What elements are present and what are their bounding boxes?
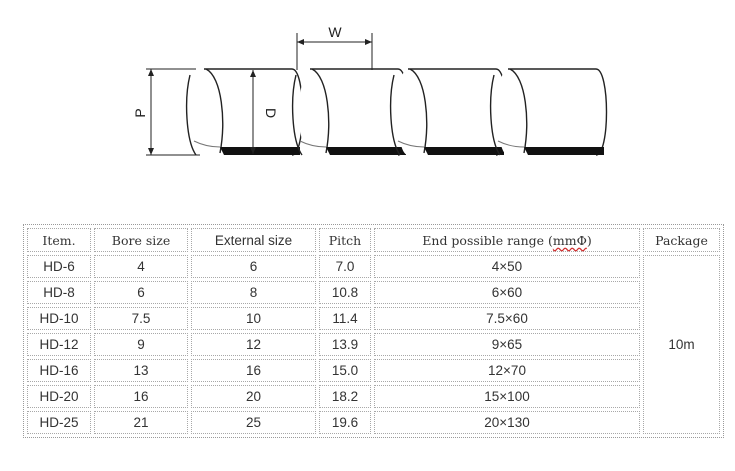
cell-range: 4×50 [374,255,640,278]
header-end-range-suffix: ) [586,232,592,248]
cell-external: 12 [191,333,316,356]
table-header-row: Item. Bore size External size Pitch End … [27,228,720,252]
cell-range: 7.5×60 [374,307,640,330]
cell-item: HD-16 [27,359,91,382]
pitch-dimension: P [132,68,200,156]
cell-pitch: 11.4 [319,307,371,330]
cell-external: 20 [191,385,316,408]
cell-external: 25 [191,411,316,434]
cell-bore: 21 [94,411,188,434]
spiral-coil [185,68,304,156]
cell-bore: 9 [94,333,188,356]
cell-pitch: 19.6 [319,411,371,434]
cell-package: 10m [643,255,720,434]
cell-external: 16 [191,359,316,382]
cell-bore: 4 [94,255,188,278]
header-package: Package [643,228,720,252]
cell-range: 6×60 [374,281,640,304]
spec-table: Item. Bore size External size Pitch End … [23,224,724,438]
cell-item: HD-12 [27,333,91,356]
cell-pitch: 13.9 [319,333,371,356]
cell-pitch: 7.0 [319,255,371,278]
spiral-coil [389,68,508,156]
cell-external: 10 [191,307,316,330]
table-row: HD-12 9 12 13.9 9×65 [27,333,720,356]
pitch-label: P [132,108,148,117]
header-end-range: End possible range (mmΦ) [374,228,640,252]
cell-range: 20×130 [374,411,640,434]
table-row: HD-16 13 16 15.0 12×70 [27,359,720,382]
cell-bore: 13 [94,359,188,382]
cell-external: 6 [191,255,316,278]
table-row: HD-6 4 6 7.0 4×50 10m [27,255,720,434]
cell-range: 9×65 [374,333,640,356]
cell-item: HD-25 [27,411,91,434]
cell-item: HD-6 [27,255,91,278]
cell-item: HD-8 [27,281,91,304]
spiral-wrap-diagram: W P D [132,24,608,156]
cell-pitch: 15.0 [319,359,371,382]
diameter-label: D [263,108,279,118]
cell-bore: 6 [94,281,188,304]
width-label: W [328,24,342,40]
header-item: Item. [27,228,91,252]
cell-item: HD-20 [27,385,91,408]
cell-pitch: 10.8 [319,281,371,304]
cell-external: 8 [191,281,316,304]
table-row: HD-20 16 20 18.2 15×100 [27,385,720,408]
header-end-range-unit: mmΦ [552,232,587,248]
width-dimension: W [296,24,373,70]
spiral-coil [489,68,608,156]
cell-range: 15×100 [374,385,640,408]
header-bore-size: Bore size [94,228,188,252]
header-external-size: External size [191,228,316,252]
cell-range: 12×70 [374,359,640,382]
header-pitch: Pitch [319,228,371,252]
cell-item: HD-10 [27,307,91,330]
table-row: HD-10 7.5 10 11.4 7.5×60 [27,307,720,330]
cell-pitch: 18.2 [319,385,371,408]
header-end-range-prefix: End possible range ( [422,232,553,248]
cell-bore: 16 [94,385,188,408]
cell-bore: 7.5 [94,307,188,330]
table-row: HD-25 21 25 19.6 20×130 [27,411,720,434]
diameter-dimension: D [250,70,279,154]
table-row: HD-8 6 8 10.8 6×60 [27,281,720,304]
